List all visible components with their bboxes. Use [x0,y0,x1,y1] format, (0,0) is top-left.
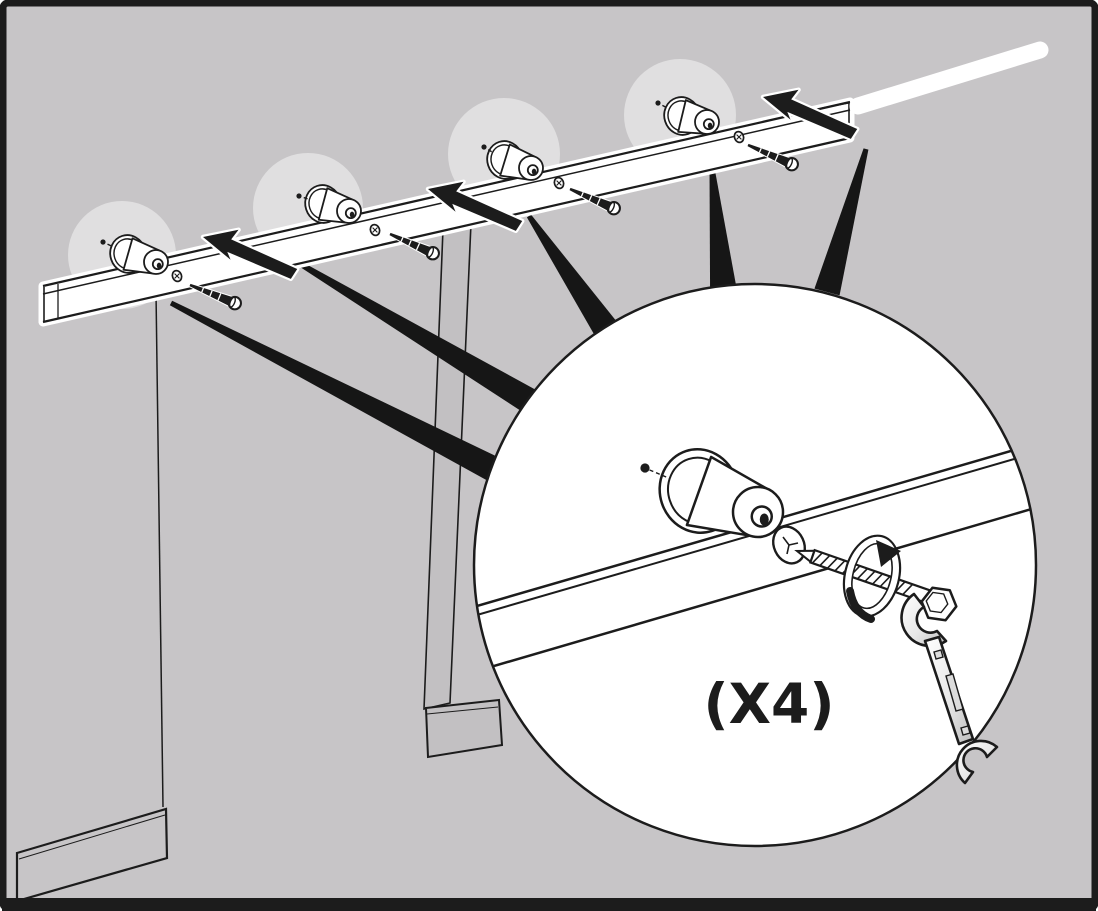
rail-right-end-face [821,102,850,109]
screw-thread [758,148,762,153]
quantity-label: (X4) [704,672,835,736]
screw-head-rim [228,296,236,308]
roller-axle-shade [707,122,713,129]
lag-screw [746,142,799,172]
pointer-beam [709,167,736,288]
pointer-beam [526,214,617,337]
screw-thread [811,552,823,564]
screw-head-rim [426,246,435,258]
post-foot-block [424,698,504,759]
wrench [900,592,999,785]
screw-thread [826,557,838,569]
set-screw-leader [662,104,669,110]
baseboard [15,807,169,903]
set-screw-leader [649,469,670,479]
screw-thread [596,197,601,206]
magnifier-lens [472,282,1038,848]
slide-direction-arrow [760,87,860,142]
upper-track-rod [849,41,1049,115]
hole-cross-mark [736,134,742,140]
screw-thread [588,194,593,202]
pointer-beam [814,148,869,296]
wrench-hole-top [933,649,944,660]
hanger-roller [655,96,720,136]
baseboard-chamfer [18,814,166,860]
lag-screw [188,282,242,311]
lag-screw [388,231,440,261]
lag-screws [188,142,799,311]
roller-axle-shade [156,262,162,269]
magnified-rail-edge [475,506,1035,675]
pilot-hole-mark [782,536,790,546]
upper-track-rod [849,41,1049,115]
post-foot-chamfer [426,706,499,715]
bolt-hex-facet [925,591,949,614]
frame-bottom-bar [2,898,1096,911]
lag-screw [568,186,621,216]
screw-thread [834,560,846,572]
roller-axle-shade [759,513,769,526]
pilot-hole [553,176,565,190]
screw-thread [400,237,404,242]
hanger-rollers [100,96,720,275]
pilot-holes [171,130,745,283]
slide-direction-arrows [200,87,860,282]
roller-set-screw [640,463,650,473]
screw-head-rim [785,157,794,169]
screw-thread [415,242,421,251]
pilot-hole [171,269,183,283]
wrench-slot [945,673,964,712]
set-screw-leader [487,149,495,154]
pointer-beams [169,148,869,482]
hanger-roller [100,234,169,275]
screw-thread [217,293,222,301]
hole-cross-mark [174,273,180,279]
hole-cross-mark [556,180,562,186]
wall-corner-line [155,291,164,808]
wrench-bottom-jaw [955,739,999,785]
set-screw-leader [107,243,114,248]
slide-direction-arrow [200,227,300,282]
roller-set-screw [296,193,302,199]
magnifier-circle [472,282,1038,848]
rotation-arrowhead [876,540,901,567]
slide-direction-arrow [425,179,525,234]
screw-thread [766,150,771,158]
wrench-hole-bottom [960,725,971,736]
screw-thread [819,554,831,567]
wrench-handle [923,635,975,746]
screw-thread [902,583,914,596]
pointer-beam [295,259,538,414]
screw-thread [408,239,412,247]
pointer-beam [169,300,501,482]
roller-set-screw [100,239,106,245]
set-screw-leader [303,196,311,201]
screw-thread [209,290,213,297]
rail-bottom-edge [42,136,851,324]
hanger-roller [481,140,544,181]
hole-cross-mark [372,227,378,233]
screw-head-rim [607,201,616,213]
roller-set-screw [655,100,661,106]
door-frame-and-baseboard [15,222,504,903]
pilot-hole [733,130,745,144]
screw-thread [201,287,205,293]
screw-thread [774,153,779,162]
pilot-hole [369,223,381,237]
hanger-roller [296,184,362,224]
pilot-hole-mark [788,542,799,546]
screw-thread [580,192,584,197]
roller-set-screw [481,144,487,150]
roller-axle-shade [531,168,537,175]
pilot-hole-mark [786,544,790,555]
rotation-arrow-tail [846,587,875,623]
roller-axle-shade [349,211,355,218]
